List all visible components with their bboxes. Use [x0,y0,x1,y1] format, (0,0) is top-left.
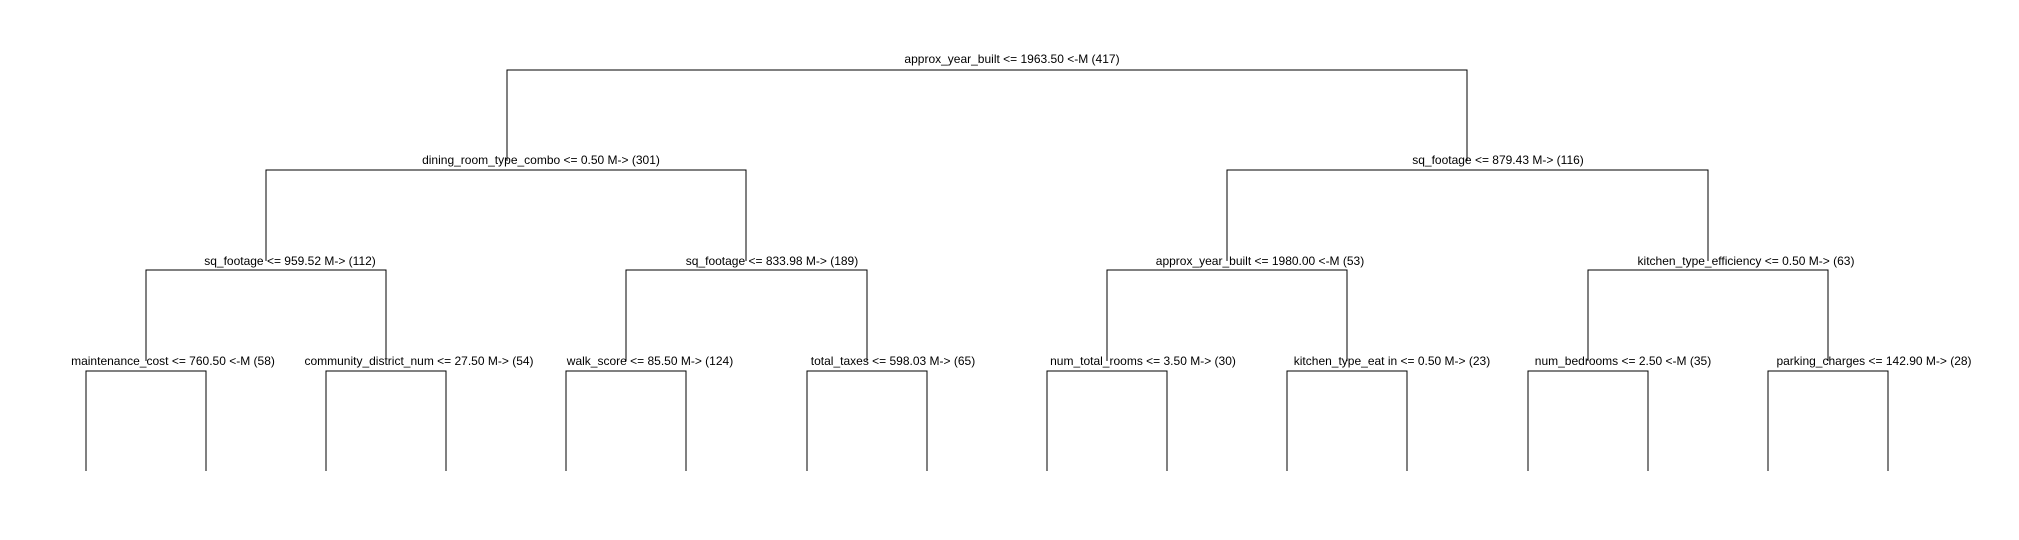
tree-edges [85,69,1889,471]
edge-lrr [806,370,928,471]
node-label-lll: maintenance_cost <= 760.50 <-M (58) [71,354,275,368]
edge-rl [1106,269,1348,361]
node-label-rll: num_total_rooms <= 3.50 M-> (30) [1050,354,1236,368]
edge-rrl [1527,370,1649,471]
edge-l [265,169,747,261]
node-label-l: dining_room_type_combo <= 0.50 M-> (301) [422,153,660,167]
node-label-llr: community_district_num <= 27.50 M-> (54) [304,354,533,368]
edge-lrl [565,370,687,471]
node-label-rrr: parking_charges <= 142.90 M-> (28) [1776,354,1971,368]
node-label-lrr: total_taxes <= 598.03 M-> (65) [811,354,975,368]
edge-root [506,69,1468,161]
edge-rr [1587,269,1829,361]
node-label-ll: sq_footage <= 959.52 M-> (112) [204,254,376,268]
edge-rlr [1286,370,1408,471]
edge-llr [325,370,447,471]
node-label-rlr: kitchen_type_eat in <= 0.50 M-> (23) [1294,354,1490,368]
node-label-rl: approx_year_built <= 1980.00 <-M (53) [1156,254,1364,268]
node-label-lr: sq_footage <= 833.98 M-> (189) [686,254,858,268]
tree-labels: approx_year_built <= 1963.50 <-M (417) d… [71,52,1971,368]
edge-rll [1046,370,1168,471]
edge-ll [145,269,387,361]
node-label-rrl: num_bedrooms <= 2.50 <-M (35) [1535,354,1711,368]
edge-rrr [1767,370,1889,471]
node-label-r: sq_footage <= 879.43 M-> (116) [1412,153,1584,167]
edge-r [1226,169,1709,261]
node-label-lrl: walk_score <= 85.50 M-> (124) [566,354,733,368]
node-label-root: approx_year_built <= 1963.50 <-M (417) [904,52,1119,66]
edge-lll [85,370,207,471]
edge-lr [625,269,868,361]
node-label-rr: kitchen_type_efficiency <= 0.50 M-> (63) [1638,254,1855,268]
